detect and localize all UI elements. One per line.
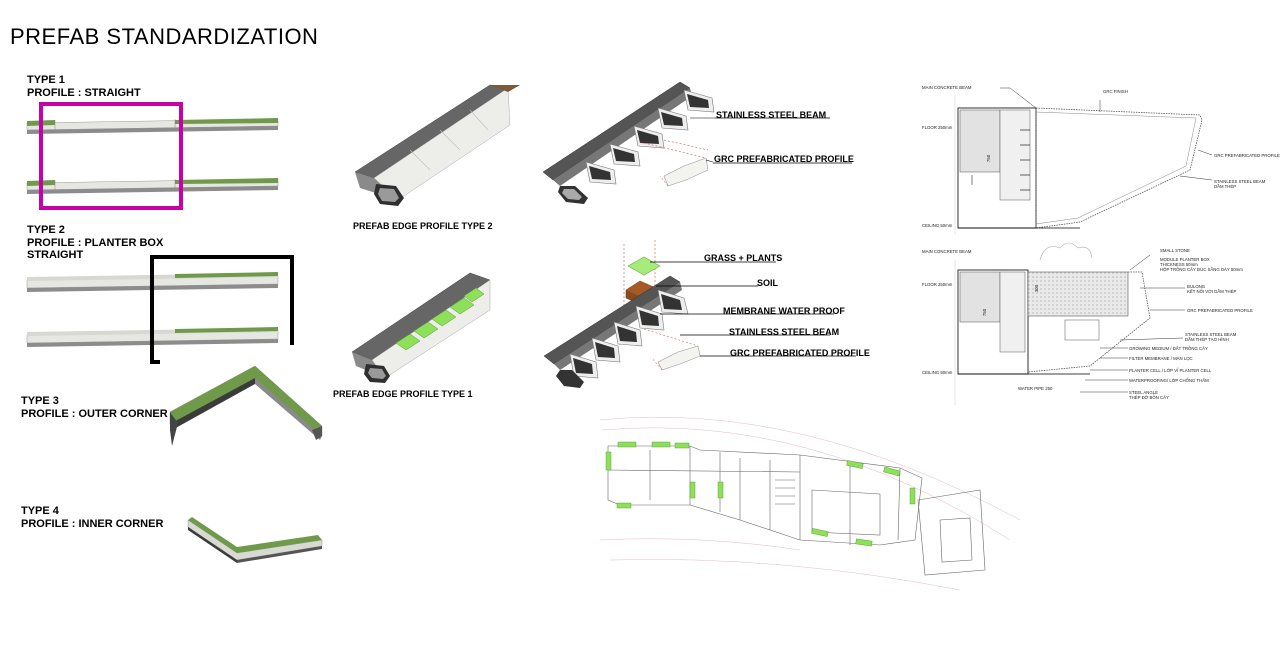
planter-cell-2 (413, 321, 439, 339)
sb-floor: FLOOR 250mm (922, 282, 953, 287)
type-3-name: TYPE 3 (21, 395, 59, 407)
grc-profile-exploded (639, 139, 709, 187)
sb-bulong-vn: KẾT NỐI VỚI DẦM THÉP (1187, 289, 1237, 294)
sb-steel-beam-vn: DẦM THÉP TẠO HÌNH (1185, 337, 1229, 342)
planter-cell-5 (463, 287, 485, 303)
type-2-highlight-frame (150, 255, 294, 362)
type-1-profile: PROFILE : STRAIGHT (27, 86, 141, 99)
type-2-profile-line2: STRAIGHT (27, 249, 84, 261)
st-grc-finish: GRC FINISH (1103, 89, 1128, 94)
sb-growing: GROWING MEDIUM / ĐẤT TRỒNG CÂY (1129, 346, 1208, 351)
type-1-name: TYPE 1 (27, 74, 65, 86)
planter-cell-3 (431, 309, 457, 327)
st-grc-profile: GRC PREFABRICATED PROFILE (1214, 153, 1280, 158)
sb-steel-angle-en: STEEL ANGLE (1129, 390, 1158, 395)
planter-cell-1 (395, 333, 421, 351)
sb-small-stone: SMALL STONE (1160, 248, 1190, 253)
sb-ceiling: CEILING 50mm (922, 370, 953, 375)
callout-stainless-steel-beam-bottom: STAINLESS STEEL BEAM (729, 327, 840, 337)
type-4-drawing (187, 517, 323, 563)
type-2-profile: PROFILE : PLANTER BOX (27, 236, 164, 249)
callout-grass-plants: GRASS + PLANTS (704, 253, 783, 263)
callout-soil: SOIL (757, 278, 779, 288)
callout-grc-profile-bottom: GRC PREFABRICATED PROFILE (730, 348, 870, 358)
type-4-name: TYPE 4 (21, 505, 59, 517)
type-2-name: TYPE 2 (27, 224, 65, 236)
st-ceiling: CEILING 50mm (922, 223, 953, 228)
st-steel-beam-vn: DẦM THÉP (1214, 184, 1237, 189)
sb-steel-beam: STAINLESS STEEL BEAM DẦM THÉP TẠO HÌNH (1185, 332, 1236, 342)
sb-module-3: HỘP TRỒNG CÂY ĐÚC SẴNG DÀY 50mm (1160, 267, 1243, 272)
exploded-top-drawing (542, 81, 852, 204)
st-steel-beam: STAINLESS STEEL BEAM DẦM THÉP (1214, 179, 1265, 189)
sb-waterproofing: WATERPROOFING/ LỚP CHỐNG THẤM (1129, 378, 1209, 383)
section-top-drawing (954, 87, 1213, 235)
type-1-highlight-frame (39, 102, 183, 210)
sb-grc-profile: GRC PREFABRICATED PROFILE (1187, 308, 1253, 313)
sb-module: MODULE PLANTER BOX THICKNESS 50mm HỘP TR… (1160, 257, 1243, 272)
edge-profile-type-1-drawing (351, 272, 491, 383)
callout-membrane: MEMBRANE WATER PROOF (723, 306, 845, 316)
type-2-drawing (26, 255, 294, 364)
type-2-label: TYPE 2 PROFILE : PLANTER BOX STRAIGHT (27, 224, 163, 262)
plan-planters (605, 441, 916, 547)
type-1-strip-upper (26, 118, 279, 134)
section-bottom-drawing (954, 242, 1185, 405)
grass-layer (627, 256, 661, 276)
sb-bulong-en: BULONG (1187, 284, 1206, 289)
type-1-label: TYPE 1 PROFILE : STRAIGHT (27, 74, 141, 99)
type-3-profile: PROFILE : OUTER CORNER (21, 407, 168, 420)
st-floor: FLOOR 250mm (922, 125, 953, 130)
st-main-beam: MAIN CONCRETE BEAM (922, 85, 972, 90)
plan-walls (607, 445, 986, 576)
page-title: PREFAB STANDARDIZATION (10, 24, 319, 49)
edge-profile-type-1-caption: PREFAB EDGE PROFILE TYPE 1 (333, 389, 473, 399)
sb-filter: FILTER MEMBRANE / MÀN LỌC (1129, 356, 1193, 361)
sb-module-1: MODULE PLANTER BOX (1160, 257, 1210, 262)
sb-bulong: BULONG KẾT NỐI VỚI DẦM THÉP (1187, 284, 1236, 294)
sb-main-beam: MAIN CONCRETE BEAM (922, 249, 972, 254)
sb-water-pipe: WATER PIPE 250 (1018, 386, 1053, 391)
planter-cell-4 (449, 297, 475, 315)
sb-planter-cell: PLANTER CELL / LỚP VỈ PLANTER CELL (1129, 368, 1212, 373)
callout-grc-profile-top: GRC PREFABRICATED PROFILE (714, 154, 854, 164)
type-3-drawing (169, 365, 323, 446)
floor-plan-drawing (599, 416, 1021, 591)
st-steel-beam-en: STAINLESS STEEL BEAM (1214, 179, 1266, 184)
sb-steel-beam-en: STAINLESS STEEL BEAM (1185, 332, 1237, 337)
type-3-label: TYPE 3 PROFILE : OUTER CORNER (21, 395, 168, 420)
edge-profile-type-2-drawing (354, 84, 520, 206)
plan-guide-lines (599, 416, 1021, 591)
sb-module-2: THICKNESS 50mm (1160, 262, 1198, 267)
type-1-drawing (26, 102, 279, 210)
type-4-profile: PROFILE : INNER CORNER (21, 517, 164, 530)
type-4-label: TYPE 4 PROFILE : INNER CORNER (21, 505, 163, 530)
callout-stainless-steel-beam-top: STAINLESS STEEL BEAM (716, 110, 827, 120)
sb-steel-angle-vn: THÉP ĐỠ BỒN CÂY (1129, 395, 1169, 400)
sb-steel-angle: STEEL ANGLE THÉP ĐỠ BỒN CÂY (1129, 390, 1169, 400)
edge-profile-type-2-caption: PREFAB EDGE PROFILE TYPE 2 (353, 221, 493, 231)
exploded-bottom-drawing (543, 240, 856, 388)
type-1-strip-lower (26, 178, 279, 194)
